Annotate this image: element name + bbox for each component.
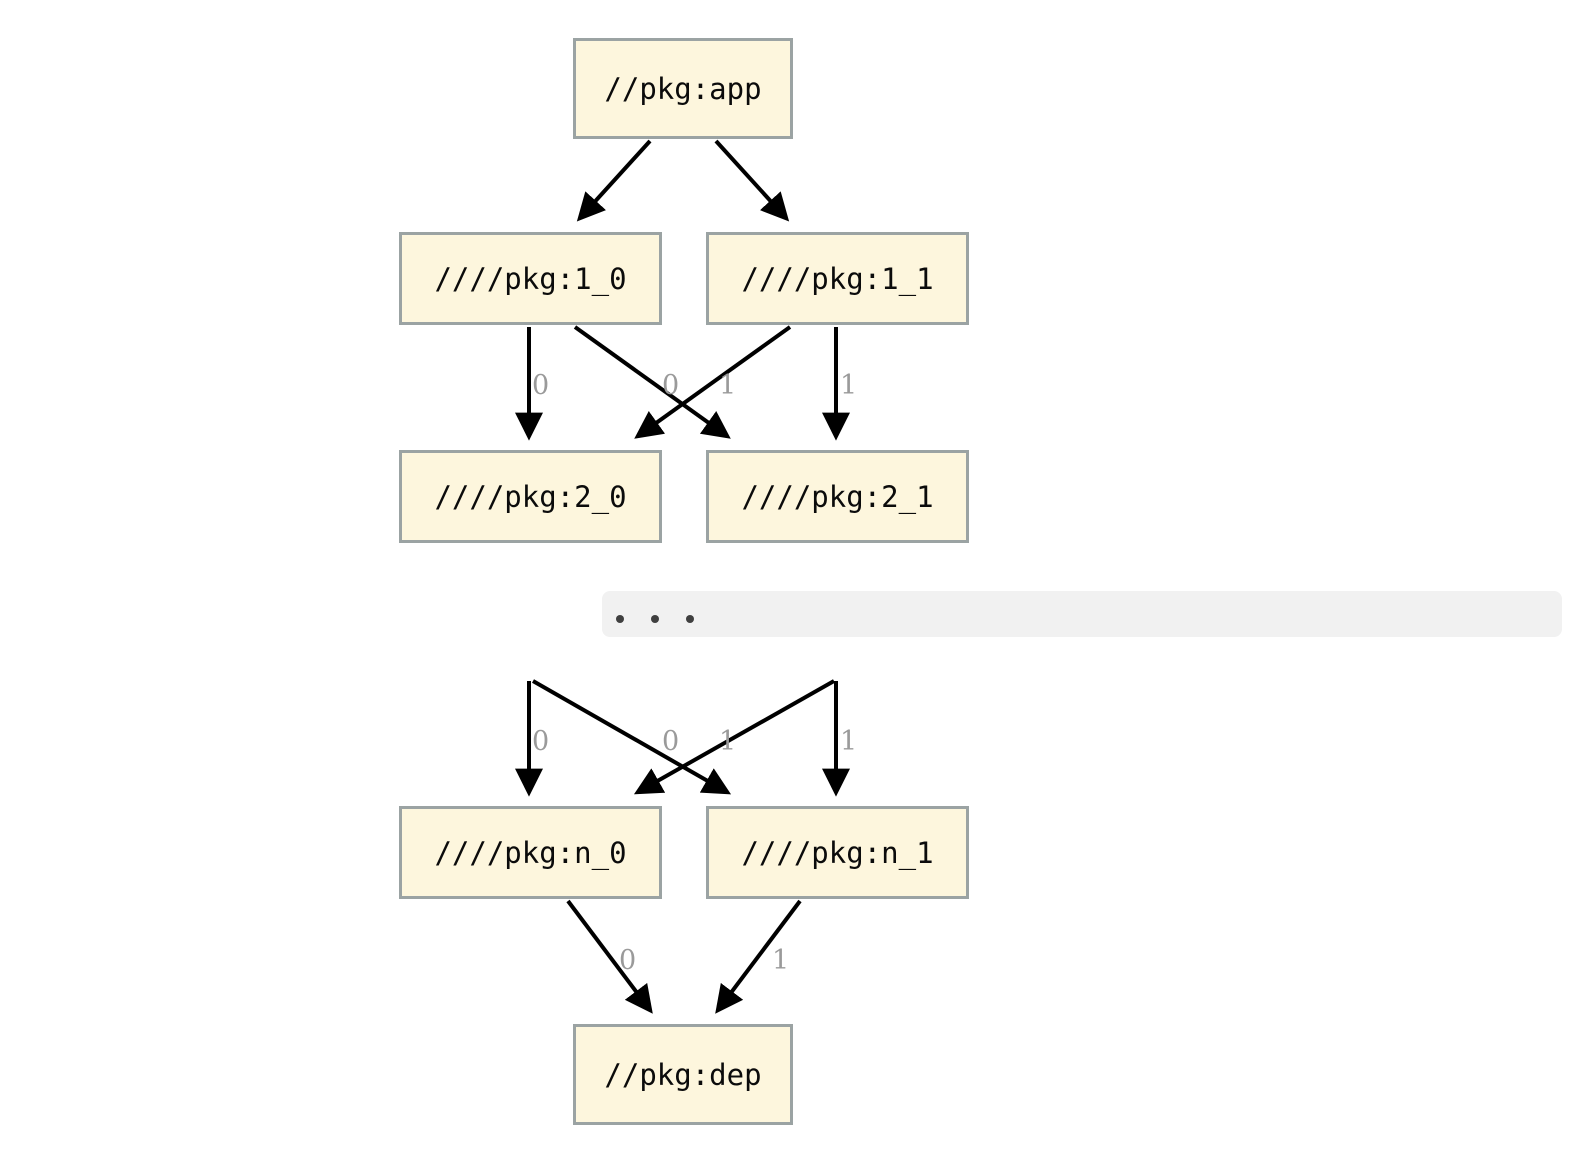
node-app[interactable]: //pkg:app: [573, 38, 793, 139]
edge-1_1-to-2_0: [634, 325, 792, 439]
ellipsis-dot-2: [651, 615, 659, 623]
edge-label-upper-0b: 0: [662, 370, 680, 401]
edge-truncated-to-n_1: [532, 679, 732, 795]
edge-1_0-to-2_1: [573, 325, 731, 439]
node-n_0-label: ////pkg:n_0: [434, 835, 627, 870]
edge-label-upper-1b: 1: [840, 370, 858, 401]
node-2_0-label: ////pkg:2_0: [434, 479, 627, 514]
edge-label-upper-0a: 0: [532, 370, 550, 401]
edge-label-bottom-1: 1: [772, 945, 790, 976]
edge-label-upper-1a: 1: [719, 370, 737, 401]
edge-app-to-1_1: [714, 139, 790, 222]
node-2_0[interactable]: ////pkg:2_0: [399, 450, 662, 543]
ellipsis-dot-1: [616, 615, 624, 623]
edge-n_0-to-dep: [566, 899, 653, 1014]
ellipsis-dot-3: [686, 615, 694, 623]
node-dep[interactable]: //pkg:dep: [573, 1024, 793, 1125]
node-app-label: //pkg:app: [604, 71, 762, 106]
edge-label-bottom-0: 0: [619, 945, 637, 976]
node-n_1[interactable]: ////pkg:n_1: [706, 806, 969, 899]
node-2_1[interactable]: ////pkg:2_1: [706, 450, 969, 543]
node-1_1[interactable]: ////pkg:1_1: [706, 232, 969, 325]
node-1_0[interactable]: ////pkg:1_0: [399, 232, 662, 325]
node-dep-label: //pkg:dep: [604, 1057, 762, 1092]
edge-label-lower-1a: 1: [719, 726, 737, 757]
edge-label-lower-0b: 0: [662, 726, 680, 757]
ellipsis-dots: [602, 615, 694, 637]
node-1_1-label: ////pkg:1_1: [741, 261, 934, 296]
node-1_0-label: ////pkg:1_0: [434, 261, 627, 296]
node-2_1-label: ////pkg:2_1: [741, 479, 934, 514]
edge-app-to-1_0: [576, 139, 652, 222]
edge-label-lower-1b: 1: [840, 726, 858, 757]
truncation-ellipsis-band: [602, 591, 1562, 637]
node-n_0[interactable]: ////pkg:n_0: [399, 806, 662, 899]
node-n_1-label: ////pkg:n_1: [741, 835, 934, 870]
edge-label-lower-0a: 0: [532, 726, 550, 757]
